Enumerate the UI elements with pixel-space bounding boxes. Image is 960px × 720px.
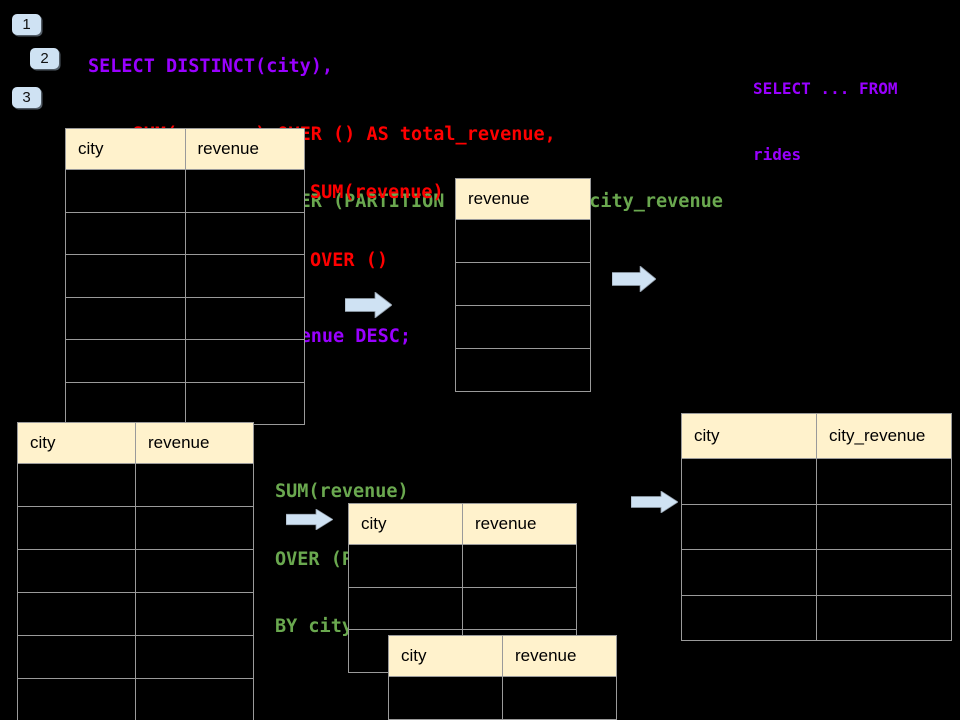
table-cell bbox=[816, 550, 951, 595]
table-cell bbox=[682, 459, 816, 504]
table-row bbox=[18, 549, 253, 592]
table-cell bbox=[816, 459, 951, 504]
column-header-city: city bbox=[682, 414, 816, 458]
table-cell bbox=[456, 306, 590, 348]
step-badge-label: 1 bbox=[22, 16, 31, 33]
side-note-select-from-rides: SELECT ... FROM rides bbox=[753, 34, 898, 210]
table-cell bbox=[18, 679, 135, 720]
column-header-revenue: revenue bbox=[456, 179, 590, 219]
table-row bbox=[18, 678, 253, 720]
table-cell bbox=[18, 507, 135, 549]
table-row bbox=[682, 549, 951, 595]
step-badge-3: 3 bbox=[12, 87, 41, 108]
table-cell bbox=[462, 587, 576, 630]
table-cell bbox=[66, 255, 185, 297]
table-cell bbox=[18, 464, 135, 506]
table-source-rides-bottom: city revenue bbox=[17, 422, 254, 720]
annotation-line: OVER () bbox=[310, 249, 388, 271]
column-header-city: city bbox=[389, 636, 502, 676]
arrow-right-icon bbox=[345, 292, 392, 318]
table-row bbox=[66, 254, 304, 297]
table-cell bbox=[135, 593, 253, 635]
table-cell bbox=[462, 545, 576, 587]
table-city-revenue-result: city city_revenue bbox=[681, 413, 952, 641]
table-row bbox=[456, 348, 590, 391]
table-cell bbox=[184, 255, 305, 297]
table-row bbox=[18, 592, 253, 635]
column-header-city: city bbox=[18, 423, 135, 463]
column-header-city-revenue: city_revenue bbox=[816, 414, 951, 458]
table-cell bbox=[135, 679, 253, 720]
table-cell bbox=[682, 505, 816, 550]
column-header-city: city bbox=[349, 504, 462, 544]
table-cell bbox=[184, 170, 305, 212]
table-cell bbox=[184, 212, 305, 254]
table-cell bbox=[349, 588, 462, 630]
table-cell bbox=[18, 636, 135, 678]
table-cell bbox=[135, 464, 253, 506]
column-header-revenue: revenue bbox=[462, 504, 576, 544]
table-row bbox=[456, 262, 590, 305]
step-badge-label: 2 bbox=[40, 50, 49, 67]
table-cell bbox=[184, 382, 305, 424]
table-cell bbox=[456, 220, 590, 262]
table-row bbox=[349, 586, 576, 630]
table-cell bbox=[349, 545, 462, 587]
side-note-line: rides bbox=[753, 145, 802, 164]
table-cell bbox=[18, 593, 135, 635]
table-row bbox=[456, 219, 590, 262]
table-cell bbox=[389, 677, 502, 719]
table-cell bbox=[18, 550, 135, 592]
table-cell bbox=[682, 596, 816, 641]
step-badge-2: 2 bbox=[30, 48, 59, 69]
column-header-revenue: revenue bbox=[184, 129, 304, 169]
sql-code-line: SELECT DISTINCT(city), bbox=[88, 56, 334, 77]
table-cell bbox=[135, 550, 253, 592]
table-row bbox=[18, 506, 253, 549]
table-cell bbox=[682, 550, 816, 595]
arrow-right-icon bbox=[286, 509, 333, 530]
table-row bbox=[66, 381, 305, 425]
table-cell bbox=[66, 383, 185, 425]
column-header-revenue: revenue bbox=[502, 636, 616, 676]
step-badge-label: 3 bbox=[22, 89, 31, 106]
table-cell bbox=[456, 349, 590, 391]
side-note-line: SELECT ... FROM bbox=[753, 79, 898, 98]
table-cell bbox=[502, 677, 616, 719]
table-cell bbox=[66, 170, 185, 212]
table-total-revenue-result: revenue bbox=[455, 178, 591, 392]
annotation-line: SUM(revenue) bbox=[310, 182, 444, 203]
table-cell bbox=[184, 297, 305, 339]
column-header-revenue: revenue bbox=[135, 423, 253, 463]
table-cell bbox=[816, 595, 951, 640]
table-row bbox=[389, 676, 616, 719]
column-header-city: city bbox=[66, 129, 185, 169]
table-row bbox=[18, 463, 253, 506]
table-row bbox=[66, 296, 305, 340]
table-row bbox=[456, 305, 590, 348]
table-row bbox=[682, 503, 951, 550]
step-badge-1: 1 bbox=[12, 14, 41, 35]
table-row bbox=[66, 211, 305, 255]
table-row bbox=[682, 458, 951, 504]
table-row bbox=[18, 635, 253, 678]
table-row bbox=[349, 544, 576, 587]
table-cell bbox=[135, 507, 253, 549]
table-cell bbox=[816, 504, 951, 549]
table-cell bbox=[135, 636, 253, 678]
arrow-right-icon bbox=[631, 491, 678, 513]
table-row bbox=[682, 594, 951, 641]
table-row bbox=[66, 169, 304, 212]
annotation-line: SUM(revenue) bbox=[275, 481, 409, 502]
table-cell bbox=[456, 263, 590, 305]
table-row bbox=[66, 339, 304, 382]
table-cell bbox=[66, 213, 185, 255]
table-cell bbox=[184, 340, 305, 382]
table-source-rides-top: city revenue bbox=[65, 128, 305, 425]
table-partition-b: city revenue bbox=[388, 635, 617, 720]
table-cell bbox=[66, 340, 185, 382]
arrow-right-icon bbox=[612, 266, 656, 292]
table-cell bbox=[66, 298, 185, 340]
annotation-total-revenue: SUM(revenue) OVER () bbox=[310, 137, 444, 317]
